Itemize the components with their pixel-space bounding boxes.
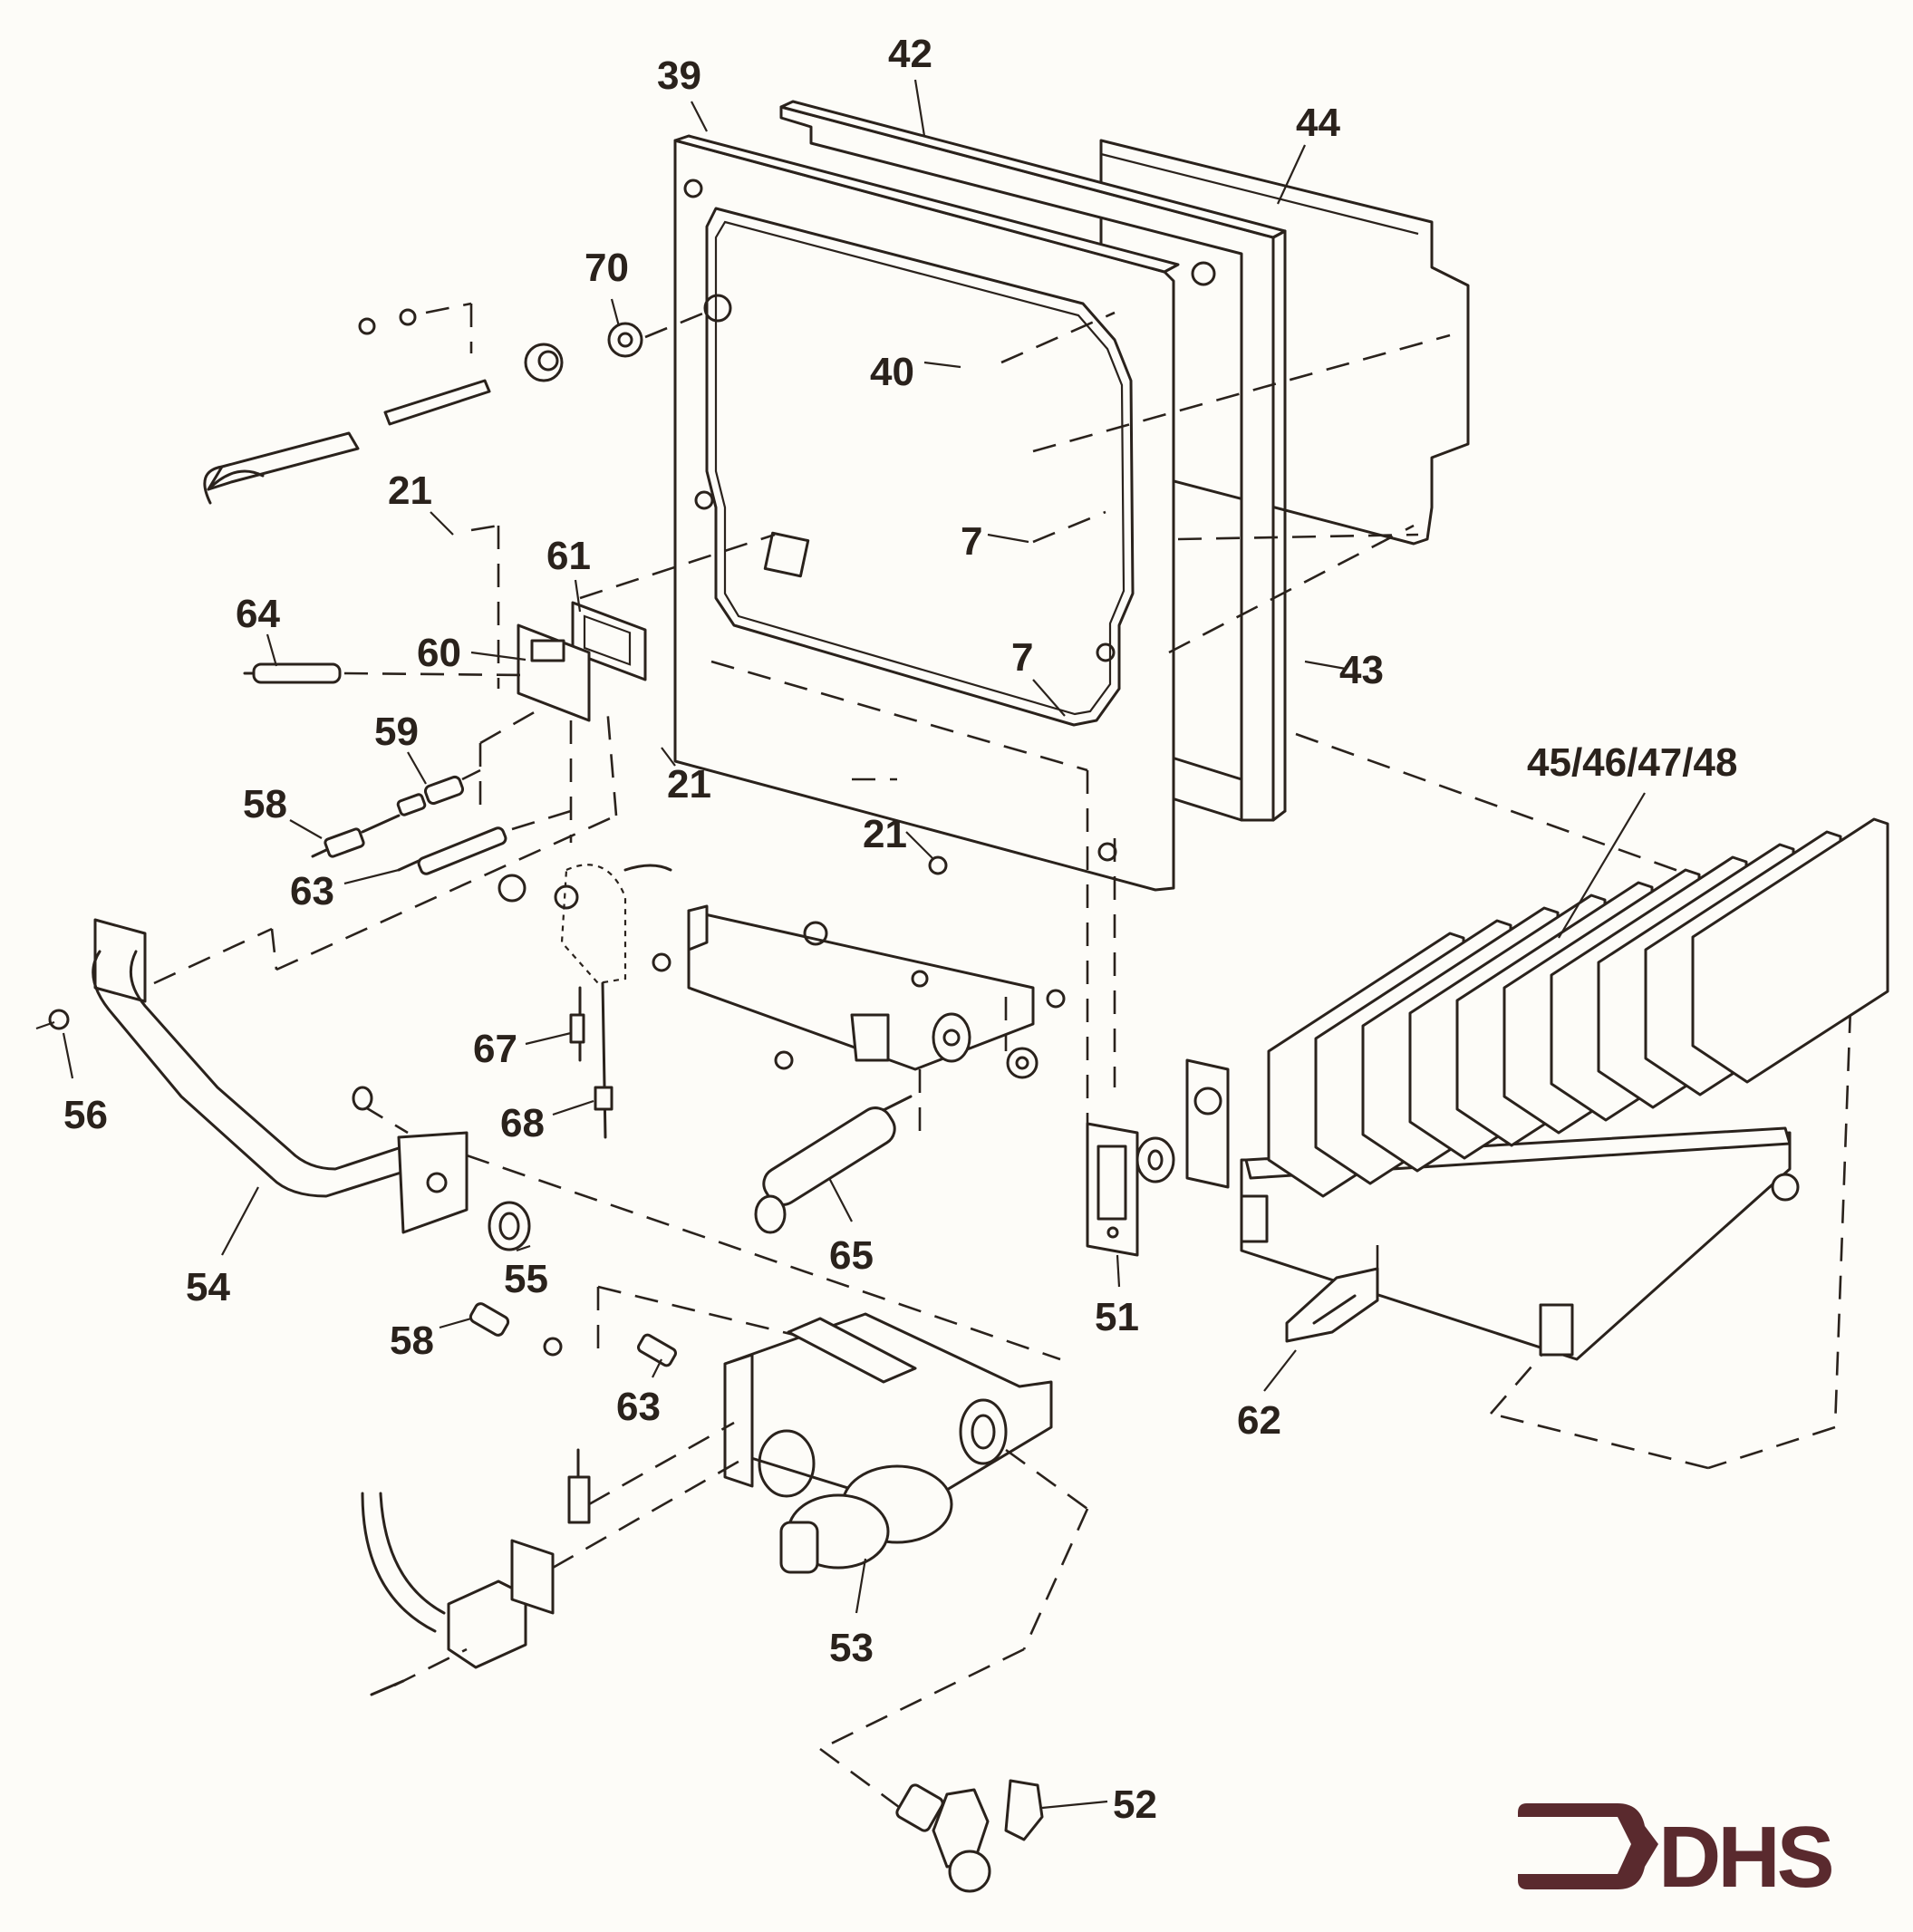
label-21-top: 21: [388, 469, 432, 513]
assembly-lines-panel: [579, 306, 1855, 1470]
label-56: 56: [63, 1093, 108, 1137]
burner-clip-62: [1285, 1232, 1379, 1343]
label-59: 59: [374, 710, 419, 754]
combustion-chamber-panel-39: [673, 134, 1216, 892]
label-55: 55: [504, 1257, 548, 1301]
gas-inlet-fitting-52: [895, 1779, 1044, 1893]
label-54: 54: [186, 1265, 230, 1309]
label-7-lower: 7: [1011, 635, 1033, 680]
label-63-lower: 63: [616, 1385, 661, 1429]
dhs-logo: DHS: [1518, 1803, 1836, 1906]
dhs-logo-bracket-icon: [1518, 1803, 1658, 1889]
burner-mounting-bracket: [652, 778, 1066, 1142]
label-21-middle: 21: [667, 762, 711, 807]
label-44: 44: [1296, 101, 1340, 145]
label-60: 60: [417, 631, 461, 675]
label-45-46-47-48: 45/46/47/48: [1527, 740, 1737, 785]
thermocouple-65: [754, 1095, 913, 1234]
label-62: 62: [1237, 1398, 1281, 1443]
label-61: 61: [546, 534, 591, 578]
label-63-upper: 63: [290, 869, 334, 913]
label-21-bracket: 21: [863, 812, 907, 856]
assembly-lines-left: [153, 706, 618, 985]
burner-assembly-45-48: [1135, 817, 1889, 1361]
label-67: 67: [473, 1027, 517, 1071]
label-40: 40: [870, 350, 914, 394]
spark-electrode-assembly: [203, 302, 643, 505]
leader-lines: [62, 79, 1646, 1810]
label-42: 42: [888, 32, 932, 76]
burner-blade: [1691, 817, 1889, 1084]
label-58-upper: 58: [243, 782, 287, 826]
ignition-electrode-64: [243, 662, 527, 684]
label-52: 52: [1113, 1782, 1157, 1827]
label-53: 53: [829, 1626, 874, 1670]
switch-assembly-67-68: [498, 864, 672, 1139]
dhs-logo-text: DHS: [1658, 1809, 1832, 1906]
valve-cable-connector: [361, 1421, 744, 1696]
electrode-plate-60-61: [470, 524, 647, 843]
label-43: 43: [1339, 648, 1384, 692]
label-58-lower: 58: [390, 1319, 434, 1363]
gasket-51: [1086, 1122, 1139, 1257]
frame-gasket-42: [779, 100, 1287, 822]
label-7-upper: 7: [961, 519, 982, 564]
label-51: 51: [1095, 1295, 1139, 1339]
part-labels: 39 42 44 70 40 21 61 7 64 60 7 43 59 21 …: [63, 32, 1737, 1827]
label-70: 70: [585, 246, 629, 290]
label-39: 39: [657, 53, 701, 98]
label-65: 65: [829, 1233, 874, 1278]
pilot-tube-63-upper: [397, 809, 572, 875]
gas-supply-pipe-54: [35, 918, 1061, 1361]
label-64: 64: [236, 592, 280, 636]
label-68: 68: [500, 1101, 545, 1145]
thermocouple-fittings-58-59: [311, 768, 481, 858]
gas-control-valve-53: [723, 1312, 1089, 1814]
